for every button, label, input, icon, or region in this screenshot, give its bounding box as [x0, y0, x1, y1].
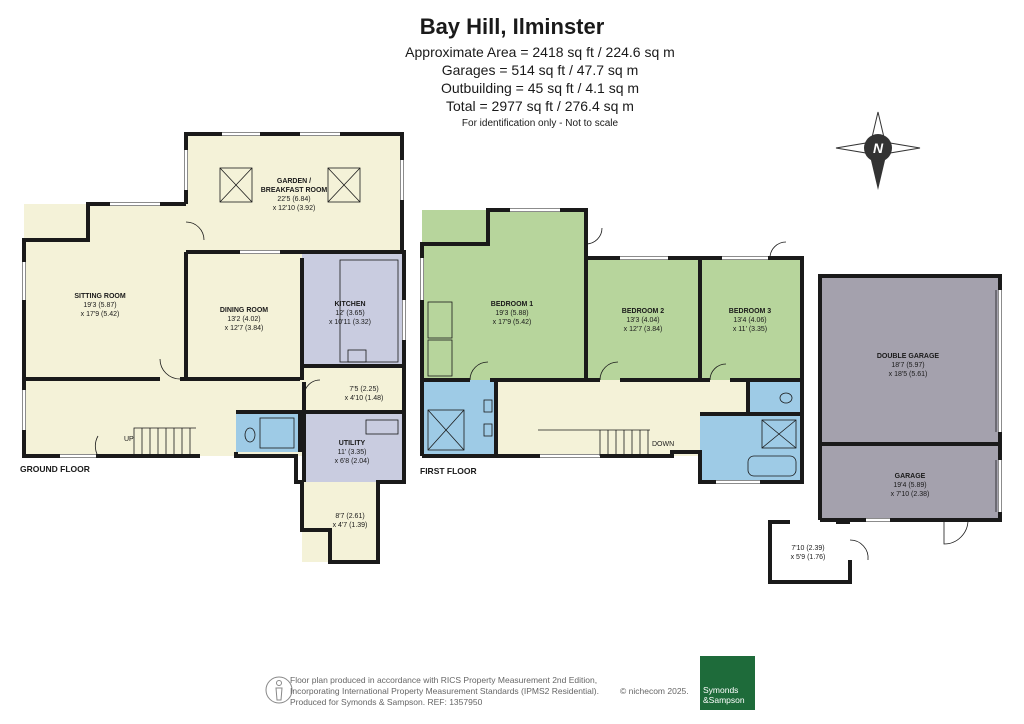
compass-icon: N — [835, 111, 921, 190]
page-title: Bay Hill, Ilminster — [419, 14, 605, 39]
bedroom-1-name: BEDROOM 1 — [491, 301, 534, 308]
first-floor-label: FIRST FLOOR — [420, 466, 477, 476]
outbuilding-dim: 7'10 (2.39) — [791, 545, 824, 552]
bedroom-2-dim-2: x 12'7 (3.84) — [624, 326, 663, 333]
approximate-area: Approximate Area = 2418 sq ft / 224.6 sq… — [405, 44, 675, 60]
bedroom-2-dim: 13'3 (4.04) — [626, 317, 659, 324]
bedroom-1-dim: 19'3 (5.88) — [495, 310, 528, 317]
wc-fill — [748, 380, 802, 414]
double-garage-dim-2: x 18'5 (5.61) — [889, 371, 928, 378]
footer-line-2: Incorporating International Property Mea… — [290, 686, 599, 696]
dining-room-dim-2: x 12'7 (3.84) — [225, 325, 264, 332]
double-garage-fill — [820, 276, 1000, 444]
bedroom-3-dim-2: x 11' (3.35) — [733, 326, 767, 333]
outbuilding-fill — [770, 522, 850, 582]
garden-room-fill — [186, 134, 402, 252]
bedroom-3-dim: 13'4 (4.06) — [733, 317, 766, 324]
kitchen-dim: 12' (3.65) — [335, 310, 364, 317]
dining-room-dim: 13'2 (4.02) — [227, 316, 260, 323]
kitchen-fill — [302, 252, 404, 366]
utility-dim: 11' (3.35) — [338, 449, 367, 456]
outbuilding-area: Outbuilding = 45 sq ft / 4.1 sq m — [440, 80, 640, 96]
stairs-up-label: UP — [124, 436, 134, 443]
rics-person-icon — [265, 676, 293, 704]
bedroom-2-name: BEDROOM 2 — [622, 308, 665, 315]
garage-fill — [820, 444, 1000, 520]
first-floor-plan: FIRST FLOOR DOWN BEDROOM 1 19'3 (5.88) x… — [420, 208, 804, 484]
outbuilding-dim-2: x 5'9 (1.76) — [791, 554, 826, 561]
bedroom-3-name: BEDROOM 3 — [729, 308, 772, 315]
kitchen-name: KITCHEN — [334, 301, 365, 308]
compass-north-label: N — [873, 140, 884, 156]
garage-dim: 19'4 (5.89) — [893, 482, 926, 489]
garden-room-name: GARDEN / — [277, 178, 311, 185]
double-garage-name: DOUBLE GARAGE — [877, 353, 940, 360]
utility-dim-2: x 6'8 (2.04) — [335, 458, 370, 465]
garages-plan: DOUBLE GARAGE 18'7 (5.97) x 18'5 (5.61) … — [768, 274, 1002, 584]
porch-dim: 8'7 (2.61) — [335, 513, 364, 520]
bedroom-1-fill — [422, 210, 586, 380]
copyright: © nichecom 2025. — [620, 686, 689, 696]
brand-logo: Symonds &Sampson — [700, 656, 755, 710]
store-fill — [304, 366, 404, 412]
porch-fill — [302, 482, 378, 562]
store-dim: 7'5 (2.25) — [349, 386, 378, 393]
logo-line-2: &Sampson — [703, 695, 745, 705]
bedroom-2-fill — [586, 258, 700, 380]
garden-room-name-2: BREAKFAST ROOM — [261, 187, 328, 194]
footer-line-1: Floor plan produced in accordance with R… — [290, 675, 598, 685]
stairs-down-label: DOWN — [652, 441, 674, 448]
ground-shower-fill — [236, 412, 302, 452]
disclaimer: For identification only - Not to scale — [461, 118, 619, 129]
footer-line-3: Produced for Symonds & Sampson. REF: 135… — [290, 697, 483, 707]
garden-room-dim: 22'5 (6.84) — [277, 196, 310, 203]
bedroom-3-fill — [700, 258, 802, 380]
ground-floor-plan: GROUND FLOOR UP GARDEN / BREAKFAST ROOM … — [20, 132, 406, 564]
store-dim-2: x 4'10 (1.48) — [345, 395, 384, 402]
garages-area: Garages = 514 sq ft / 47.7 sq m — [441, 62, 639, 78]
sitting-room-fill — [24, 204, 187, 379]
garden-room-dim-2: x 12'10 (3.92) — [273, 205, 316, 212]
porch-dim-2: x 4'7 (1.39) — [333, 522, 368, 529]
double-garage-dim: 18'7 (5.97) — [891, 362, 924, 369]
sitting-room-name: SITTING ROOM — [74, 293, 126, 300]
garage-dim-2: x 7'10 (2.38) — [891, 491, 930, 498]
dining-room-fill — [186, 252, 302, 379]
dining-room-name: DINING ROOM — [220, 307, 268, 314]
logo-line-1: Symonds — [703, 685, 739, 695]
utility-fill — [304, 412, 404, 482]
ground-floor-label: GROUND FLOOR — [20, 464, 90, 474]
utility-name: UTILITY — [339, 440, 366, 447]
sitting-room-dim: 19'3 (5.87) — [83, 302, 116, 309]
garage-name: GARAGE — [895, 473, 926, 480]
sitting-room-dim-2: x 17'9 (5.42) — [81, 311, 120, 318]
footer-note: Floor plan produced in accordance with R… — [290, 675, 710, 708]
bedroom-1-dim-2: x 17'9 (5.42) — [493, 319, 532, 326]
kitchen-dim-2: x 10'11 (3.32) — [329, 319, 371, 326]
total-area: Total = 2977 sq ft / 276.4 sq m — [446, 98, 634, 114]
